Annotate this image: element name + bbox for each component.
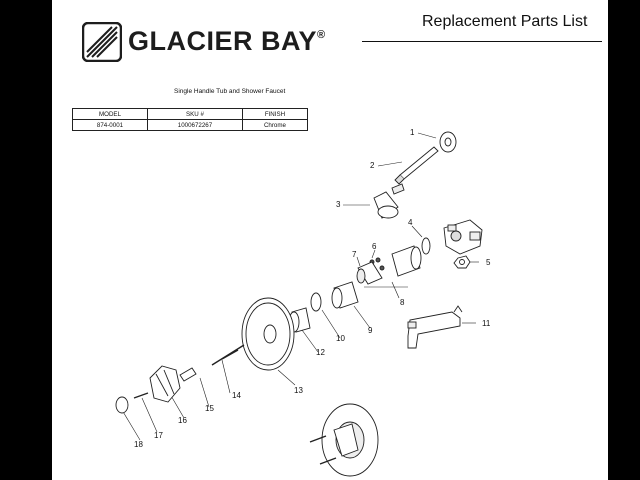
- callout-17: 17: [154, 431, 163, 440]
- part-6-cartridge-clip: [369, 257, 385, 271]
- callout-9: 9: [368, 326, 373, 335]
- parts-list-sheet: GLACIER BAY® Replacement Parts List Sing…: [52, 0, 608, 480]
- part-2-shower-arm: [394, 146, 439, 185]
- rough-in-valve-body: [309, 403, 379, 477]
- spec-cell-model: 874-0001: [71, 119, 149, 131]
- callout-6: 6: [372, 242, 377, 251]
- leader-lines: [121, 132, 479, 441]
- callout-12: 12: [316, 348, 325, 357]
- part-1-shower-flange: [439, 131, 457, 153]
- part-18-handle-cap: [115, 396, 129, 414]
- table-row: 874-0001 1000672267 Chrome: [71, 119, 309, 131]
- spec-cell-finish: Chrome: [241, 119, 309, 131]
- valve-body: [443, 219, 483, 255]
- part-10-ring: [310, 292, 322, 312]
- callout-1: 1: [410, 128, 415, 137]
- callout-4: 4: [408, 218, 413, 227]
- part-13-escutcheon: [241, 297, 295, 371]
- spec-table-header-row: MODEL SKU # FINISH: [71, 108, 309, 120]
- part-7-stem: [356, 261, 383, 285]
- document-title: Replacement Parts List: [422, 13, 588, 30]
- spec-table: MODEL SKU # FINISH 874-0001 1000672267 C…: [71, 108, 309, 131]
- part-8-cartridge: [391, 245, 422, 277]
- callout-7: 7: [352, 250, 357, 259]
- title-rule: [362, 41, 602, 42]
- part-11-tub-spout: [407, 305, 463, 349]
- callout-3: 3: [336, 200, 341, 209]
- brand-wordmark: GLACIER BAY®: [128, 26, 326, 56]
- part-9-sleeve: [331, 281, 359, 309]
- product-name: Single Handle Tub and Shower Faucet: [174, 88, 286, 95]
- part-17-handle-screw: [133, 392, 149, 399]
- part-4-o-ring: [421, 237, 431, 255]
- callout-5: 5: [486, 258, 491, 267]
- glacier-bay-logo-icon: [82, 22, 122, 62]
- callout-18: 18: [134, 440, 143, 449]
- callout-13: 13: [294, 386, 303, 395]
- part-3-shower-head: [373, 183, 405, 219]
- callout-2: 2: [370, 161, 375, 170]
- part-5-nut: [453, 255, 471, 269]
- callout-8: 8: [400, 298, 405, 307]
- callout-10: 10: [336, 334, 345, 343]
- callout-11: 11: [482, 319, 491, 328]
- callout-16: 16: [178, 416, 187, 425]
- part-14-screws: [211, 344, 245, 366]
- callout-15: 15: [205, 404, 214, 413]
- exploded-parts-diagram: [115, 131, 483, 477]
- part-16-handle: [149, 365, 181, 403]
- callout-14: 14: [232, 391, 241, 400]
- part-15-adapter: [179, 367, 197, 382]
